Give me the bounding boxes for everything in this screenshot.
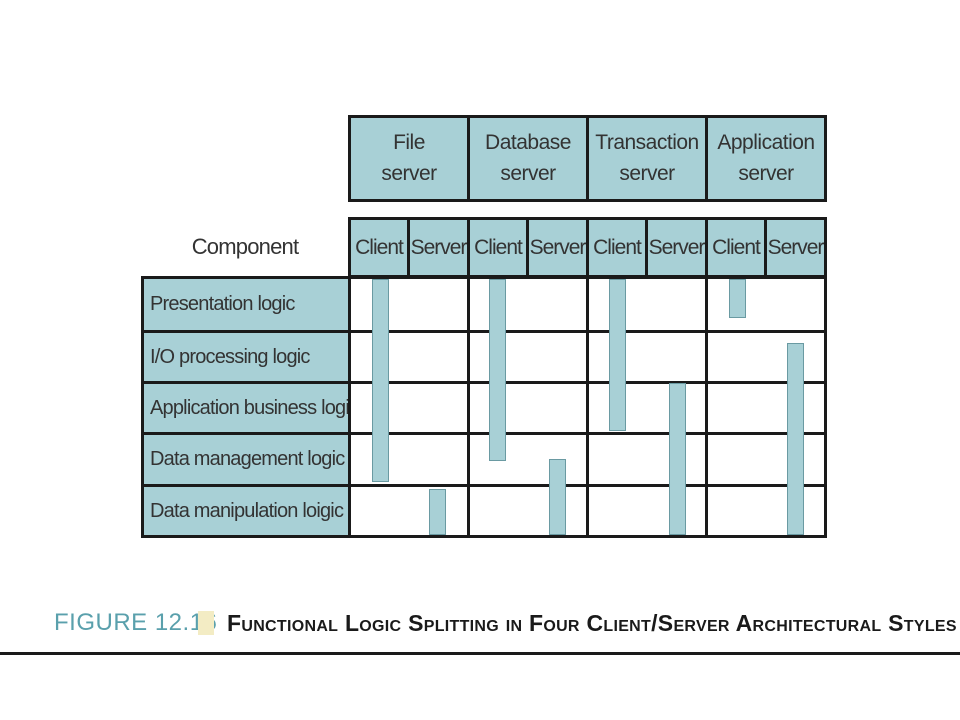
subheader-server: Server bbox=[407, 217, 470, 278]
figure-number: FIGURE 12.16 bbox=[54, 609, 218, 636]
bar-application-server-server bbox=[787, 343, 804, 535]
subheader-client: Client bbox=[348, 217, 410, 278]
bar-application-server-client bbox=[729, 279, 746, 318]
header-transaction-server-label: Transaction server bbox=[595, 131, 699, 185]
caption-rule bbox=[0, 652, 960, 655]
row-label-io-processing-logic: I/O processing logic bbox=[141, 330, 351, 384]
header-file-server-label: File server bbox=[381, 131, 437, 185]
bar-transaction-server-server bbox=[669, 383, 686, 535]
row-label-data-management-logic: Data management logic bbox=[141, 432, 351, 487]
row-label-application-business-logic: Application business logic bbox=[141, 381, 359, 435]
figure-title: Functional Logic Splitting in Four Clien… bbox=[227, 610, 957, 636]
style-divider bbox=[467, 276, 470, 538]
header-transaction-server: Transaction server bbox=[586, 115, 708, 202]
bar-database-server-server bbox=[549, 459, 566, 535]
bar-transaction-server-client bbox=[609, 279, 626, 431]
component-label: Component bbox=[191, 234, 299, 259]
header-database-server-label: Database server bbox=[485, 131, 571, 185]
bar-file-server-client bbox=[372, 279, 389, 482]
header-file-server: File server bbox=[348, 115, 470, 202]
subheader-client: Client bbox=[705, 217, 767, 278]
subheader-server: Server bbox=[526, 217, 589, 278]
subheader-client: Client bbox=[467, 217, 529, 278]
caption-square-icon bbox=[198, 611, 214, 635]
header-application-server-label: Application server bbox=[717, 131, 815, 185]
row-label-data-manipulation-logic: Data manipulation loigic bbox=[141, 484, 351, 538]
header-database-server: Database server bbox=[467, 115, 589, 202]
bar-database-server-client bbox=[489, 279, 506, 461]
subheader-client: Client bbox=[586, 217, 648, 278]
row-label-presentation-logic: Presentation logic bbox=[141, 276, 351, 333]
bar-file-server-server bbox=[429, 489, 446, 535]
header-application-server: Application server bbox=[705, 115, 827, 202]
subheader-server: Server bbox=[645, 217, 708, 278]
subheader-server: Server bbox=[764, 217, 827, 278]
style-divider bbox=[586, 276, 589, 538]
style-divider bbox=[705, 276, 708, 538]
